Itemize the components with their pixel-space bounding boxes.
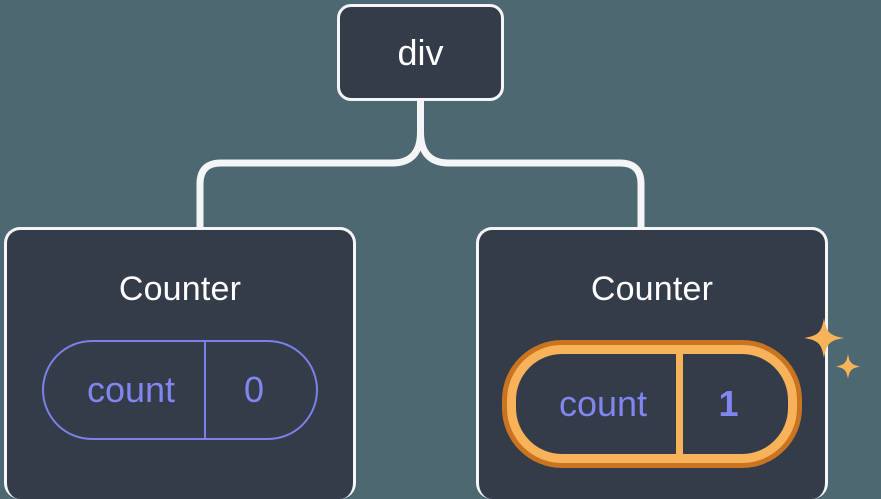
state-value-label: 1 [676,354,788,454]
state-pill-count-1-highlight[interactable]: count 1 [502,340,802,468]
node-counter-right[interactable]: Counter count 1 [476,227,861,499]
sparkle-group [804,318,861,379]
sparkle-large-icon [804,318,844,358]
counter-right-title: Counter [590,270,714,308]
connector-branch-left [196,128,424,231]
connector-branch-right [417,128,645,231]
state-pill-count-1[interactable]: count 1 [516,354,788,454]
counter-left-state-wrap: count 0 [42,340,318,440]
counter-right-state-wrap: count 1 [502,318,861,468]
state-pill-count-0[interactable]: count 0 [42,340,318,440]
node-counter-left[interactable]: Counter count 0 [4,227,356,499]
state-key-label: count [558,383,648,424]
state-value-label: 0 [204,342,316,438]
root-label: div [397,31,444,73]
counter-left-title: Counter [118,270,242,308]
node-root-div[interactable]: div [337,4,504,101]
sparkle-small-icon [835,354,861,379]
state-key-label: count [86,369,176,410]
state-pill-highlight-ring: count 1 [507,345,797,463]
